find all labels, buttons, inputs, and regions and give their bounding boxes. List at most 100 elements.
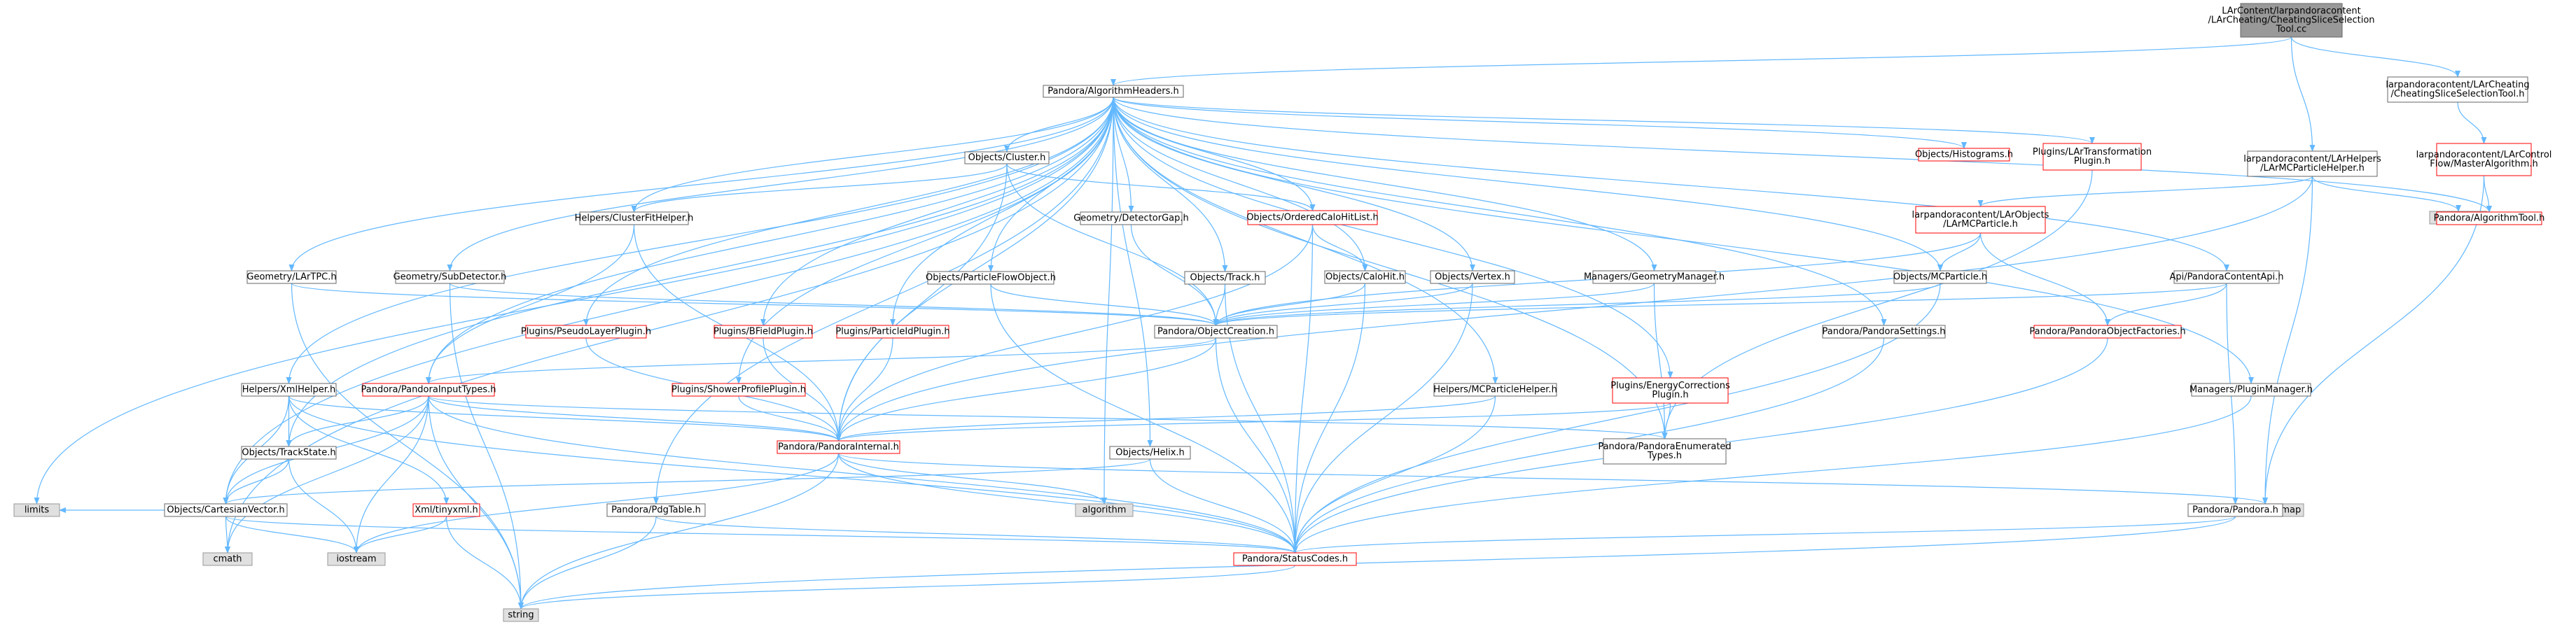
edge-mcparticle-to-statuscodes (1292, 283, 1941, 554)
edge-algheaders-to-pdgtable (653, 97, 1114, 505)
node-box-tinyxml (412, 503, 480, 517)
node-vertex[interactable]: Objects/Vertex.h (1430, 270, 1515, 284)
edge-algheaders-to-clusterfit (631, 97, 1114, 213)
node-pdgtable[interactable]: Pandora/PdgTable.h (606, 503, 706, 517)
node-label-helix-0: Objects/Helix.h (1115, 448, 1185, 458)
node-label-partflow-0: Objects/ParticleFlowObject.h (926, 273, 1056, 283)
node-box-statuscodes (1233, 552, 1357, 566)
edge-calohit-to-objcreation (1213, 283, 1366, 326)
node-detgap[interactable]: Geometry/DetectorGap.h (1073, 211, 1189, 225)
node-box-vertex (1430, 270, 1515, 284)
edge-subdet-to-objcreation (449, 283, 1219, 326)
node-box-showerprofile (671, 383, 806, 397)
edge-inputtypes-to-iostream (354, 395, 429, 554)
edge-detgap-to-objcreation (1130, 224, 1219, 326)
node-box-clusterfit (579, 211, 689, 225)
edge-objcreation-to-internal (835, 337, 1217, 442)
node-lartpc[interactable]: Geometry/LArTPC.h (246, 270, 337, 284)
edge-algheaders-to-settings (1113, 97, 1887, 326)
node-box-cartesian (164, 503, 288, 517)
edge-algheaders-to-subdet (447, 97, 1114, 272)
edge-xmlhelper-to-statuscodes (288, 395, 1298, 554)
node-label-lartransform-0: Plugins/LArTransformation (2033, 147, 2152, 157)
node-label-vertex-0: Objects/Vertex.h (1435, 272, 1510, 283)
node-larmcparticle: larpandoracontent/LArObjects/LArMCPartic… (1912, 206, 2049, 234)
node-xmlhelper[interactable]: Helpers/XmlHelper.h (241, 383, 337, 397)
node-geomgr[interactable]: Managers/GeometryManager.h (1584, 270, 1725, 284)
node-label-objfactories-0: Pandora/PandoraObjectFactories.h (2029, 327, 2185, 337)
node-label-larmcparticle-1: /LArMCParticle.h (1943, 219, 2018, 230)
edge-algheaders-to-algorithm (1101, 97, 1114, 505)
node-cluster[interactable]: Objects/Cluster.h (964, 151, 1050, 164)
node-algheaders[interactable]: Pandora/AlgorithmHeaders.h (1043, 85, 1184, 98)
node-box-string (503, 608, 539, 622)
edge-algheaders-to-histograms (1113, 97, 1967, 149)
node-label-subdet-0: Geometry/SubDetector.h (394, 272, 507, 283)
node-box-calohit (1324, 270, 1406, 284)
edge-root-to-cheattool_h (2290, 36, 2460, 78)
edge-mcphelper_lar-to-unordered_map (2262, 176, 2313, 505)
node-limits: limits (13, 503, 60, 517)
edge-contentapi-to-objfactories (2105, 283, 2227, 326)
node-box-cmath (202, 552, 253, 566)
node-box-mcphelper_lar (2247, 150, 2378, 177)
node-calohit[interactable]: Objects/CaloHit.h (1324, 270, 1406, 284)
node-mcphelper_lar[interactable]: larpandoracontent/LArHelpers/LArMCPartic… (2243, 150, 2381, 177)
node-partflow[interactable]: Objects/ParticleFlowObject.h (926, 271, 1056, 285)
node-inputtypes: Pandora/PandoraInputTypes.h (361, 383, 496, 397)
node-label-pdgtable-0: Pandora/PdgTable.h (611, 505, 701, 516)
node-label-pluginmgr-0: Managers/PluginManager.h (2189, 385, 2313, 395)
edge-helix-to-statuscodes (1149, 458, 1298, 554)
edge-inputtypes-to-trackstate (286, 395, 429, 447)
edge-xmlhelper-to-internal (288, 395, 842, 442)
node-trackstate[interactable]: Objects/TrackState.h (241, 446, 337, 460)
node-objcreation[interactable]: Pandora/ObjectCreation.h (1154, 325, 1278, 339)
node-box-pseudolayer (525, 325, 647, 339)
node-root[interactable]: LArContent/larpandoracontent/LArCheating… (2208, 3, 2375, 38)
edge-algheaders-to-lartpc (288, 97, 1114, 272)
edge-masteralg-to-unordered_map (2262, 175, 2485, 505)
edge-algheaders-to-showerprofile (736, 97, 1114, 384)
edge-cheattool_h-to-masteralg (2457, 101, 2487, 144)
node-clusterfit[interactable]: Helpers/ClusterFitHelper.h (575, 211, 694, 225)
node-label-energycorr-1: Plugin.h (1652, 390, 1688, 400)
node-label-root-1: /LArCheating/CheatingSliceSelection (2208, 15, 2374, 26)
edge-algheaders-to-enumtypes (1113, 97, 1668, 439)
node-label-showerprofile-0: Plugins/ShowerProfilePlugin.h (671, 385, 806, 395)
node-box-cheattool_h (2387, 76, 2528, 103)
node-label-cmath-0: cmath (213, 554, 242, 565)
node-tinyxml: Xml/tinyxml.h (412, 503, 480, 517)
node-pluginmgr[interactable]: Managers/PluginManager.h (2189, 383, 2313, 397)
edge-settings-to-statuscodes (1292, 337, 1885, 554)
node-label-mcphelper_lar-1: /LArMCParticleHelper.h (2260, 163, 2365, 174)
node-cartesian[interactable]: Objects/CartesianVector.h (164, 503, 288, 517)
edge-pluginmgr-to-statuscodes (1292, 395, 2252, 554)
node-box-inputtypes (362, 383, 495, 397)
edge-cluster-to-objcreation (1006, 163, 1219, 326)
node-box-subdet (395, 270, 505, 284)
node-masteralg: larpandoracontent/LArControlFlow/MasterA… (2416, 143, 2551, 176)
node-box-bfield (713, 325, 813, 339)
edge-algheaders-to-energycorr (1113, 97, 1673, 379)
node-mcparticle[interactable]: Objects/MCParticle.h (1893, 270, 1987, 284)
node-mcphelper[interactable]: Helpers/MCParticleHelper.h (1433, 383, 1557, 397)
node-contentapi[interactable]: Api/PandoraContentApi.h (2170, 270, 2284, 284)
node-box-root (2240, 3, 2343, 38)
node-settings[interactable]: Pandora/PandoraSettings.h (1822, 325, 1946, 339)
edge-helix-to-cartesian (223, 458, 1151, 505)
node-box-algorithm (1075, 503, 1134, 517)
node-pandora[interactable]: Pandora/Pandora.h (2187, 503, 2283, 517)
node-label-masteralg-1: Flow/MasterAlgorithm.h (2430, 159, 2538, 169)
edge-mcparticle-to-objcreation (1213, 283, 1941, 326)
node-label-enumtypes-0: Pandora/PandoraEnumerated (1598, 442, 1731, 452)
node-track[interactable]: Objects/Track.h (1184, 271, 1266, 285)
node-subdet[interactable]: Geometry/SubDetector.h (394, 270, 507, 284)
node-cheattool_h[interactable]: larpandoracontent/LArCheating/CheatingSl… (2386, 76, 2530, 103)
node-box-masteralg (2436, 143, 2532, 176)
node-box-algheaders (1043, 85, 1184, 98)
edge-partflow-to-statuscodes (990, 283, 1298, 554)
node-helix[interactable]: Objects/Helix.h (1109, 446, 1191, 460)
